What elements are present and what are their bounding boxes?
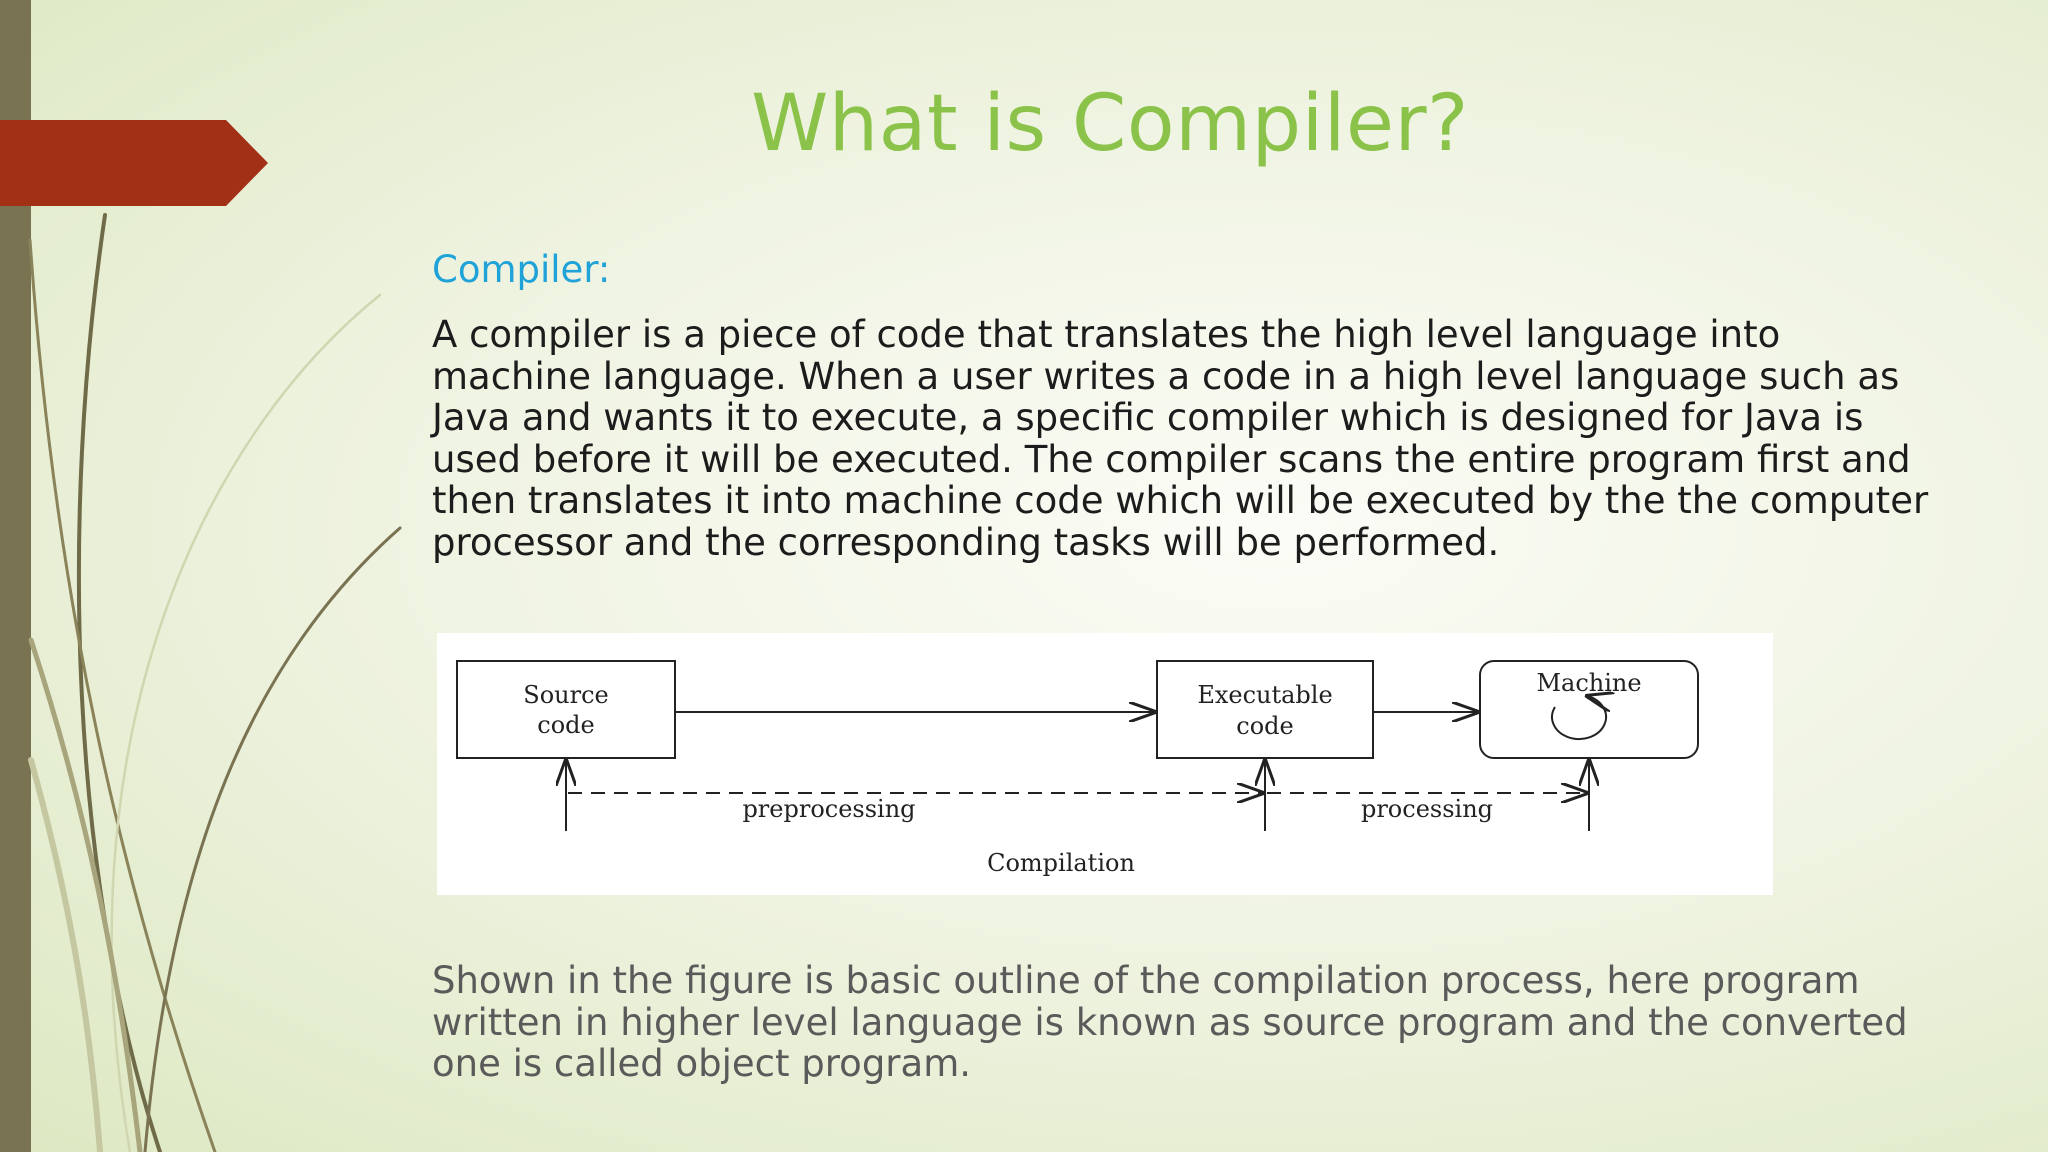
source-code-label-line2: code xyxy=(537,711,594,739)
executable-code-label-line2: code xyxy=(1236,712,1293,740)
figure-caption-text: Shown in the figure is basic outline of … xyxy=(432,959,1908,1085)
processing-label: processing xyxy=(1361,795,1493,823)
compilation-label: Compilation xyxy=(987,849,1135,877)
grass-decoration xyxy=(28,213,402,1152)
compilation-diagram: Source code Executable code Machine prep… xyxy=(437,633,1773,895)
source-code-label-line1: Source xyxy=(523,681,608,709)
compiler-subheading: Compiler: xyxy=(432,248,611,291)
source-code-box xyxy=(456,660,676,759)
executable-code-label-line1: Executable xyxy=(1197,681,1332,709)
preprocessing-label: preprocessing xyxy=(742,795,915,823)
compiler-definition-text: A compiler is a piece of code that trans… xyxy=(432,313,1929,564)
title-accent-tab xyxy=(0,120,268,206)
cycle-icon xyxy=(1551,696,1606,741)
machine-label: Machine xyxy=(1536,669,1641,697)
slide-title: What is Compiler? xyxy=(751,79,1469,169)
executable-code-box xyxy=(1156,660,1374,759)
